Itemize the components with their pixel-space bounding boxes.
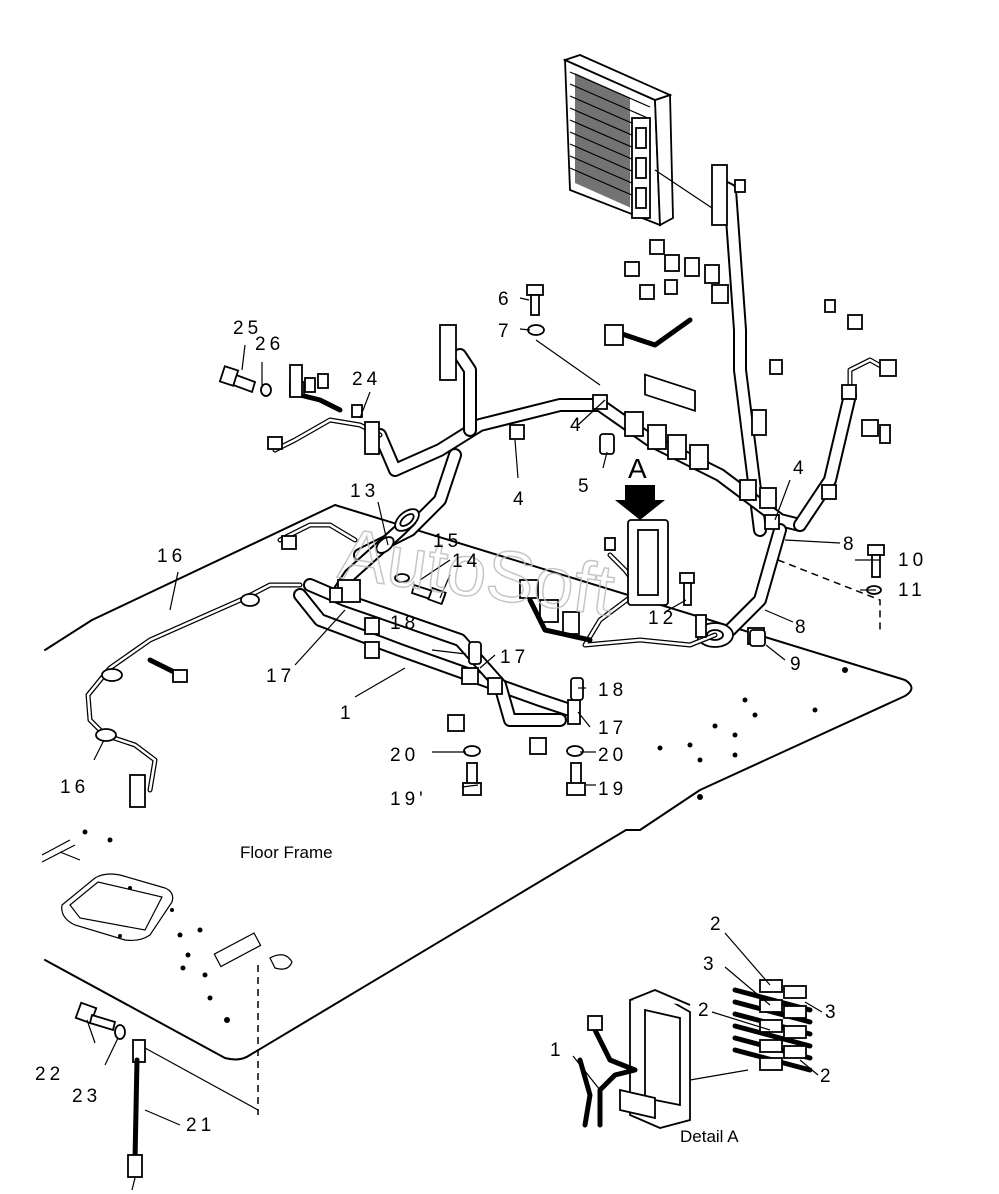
detail-a-caption: Detail A bbox=[680, 1127, 739, 1146]
leader-lines bbox=[86, 297, 880, 1126]
callout-4-top: 4 bbox=[570, 415, 585, 436]
callout-10: 10 bbox=[898, 550, 927, 571]
fasteners bbox=[74, 284, 885, 1191]
callout-1-detail: 1 bbox=[550, 1040, 565, 1061]
callout-14: 14 bbox=[452, 551, 481, 572]
callout-24: 24 bbox=[352, 369, 381, 390]
callout-2-detail-bottom: 2 bbox=[820, 1066, 835, 1087]
callout-15: 15 bbox=[433, 531, 462, 552]
floor-frame-plate bbox=[41, 504, 913, 1115]
callout-19-left: 19' bbox=[390, 789, 427, 810]
callout-17-left: 17 bbox=[266, 666, 295, 687]
callout-11: 11 bbox=[898, 580, 926, 601]
controller-unit bbox=[562, 54, 716, 227]
callout-19-right: 19 bbox=[598, 779, 627, 800]
callout-17-right: 17 bbox=[598, 718, 627, 739]
callout-1: 1 bbox=[340, 703, 355, 724]
floor-frame-caption: Floor Frame bbox=[240, 843, 333, 862]
callout-9: 9 bbox=[790, 654, 805, 675]
callout-3-detail-right: 3 bbox=[825, 1002, 840, 1023]
callout-5: 5 bbox=[578, 476, 593, 497]
callout-21: 21 bbox=[186, 1115, 215, 1136]
callout-17-mid: 17 bbox=[500, 647, 529, 668]
callout-8-bottom: 8 bbox=[795, 617, 810, 638]
callout-13: 13 bbox=[350, 481, 379, 502]
callout-4-right: 4 bbox=[793, 458, 808, 479]
callout-2-detail-top: 2 bbox=[710, 914, 725, 935]
detail-a-inset bbox=[577, 979, 813, 1129]
callout-26: 26 bbox=[255, 334, 284, 355]
callout-3-detail-left: 3 bbox=[703, 954, 718, 975]
callout-22: 22 bbox=[35, 1064, 64, 1085]
callout-2-detail-mid: 2 bbox=[698, 1000, 713, 1021]
detail-a-wire-bundle bbox=[732, 979, 813, 1073]
callout-12: 12 bbox=[648, 608, 677, 629]
callout-25: 25 bbox=[233, 318, 262, 339]
callout-4-left: 4 bbox=[513, 489, 528, 510]
callout-8-top: 8 bbox=[843, 534, 858, 555]
callout-20-right: 20 bbox=[598, 745, 627, 766]
part-callouts: 6 7 25 26 24 4 4 4 5 A 8 8 9 10 11 12 13… bbox=[35, 289, 927, 1136]
callout-18-right: 18 bbox=[598, 680, 627, 701]
callout-23: 23 bbox=[72, 1086, 101, 1107]
view-marker-a: A bbox=[628, 453, 647, 484]
callout-6: 6 bbox=[498, 289, 513, 310]
callout-18-left: 18 bbox=[390, 613, 419, 634]
callout-16-top: 16 bbox=[157, 546, 186, 567]
callout-20-left: 20 bbox=[390, 745, 419, 766]
callout-7: 7 bbox=[498, 321, 513, 342]
callout-16-bottom: 16 bbox=[60, 777, 89, 798]
main-harness bbox=[85, 164, 897, 808]
